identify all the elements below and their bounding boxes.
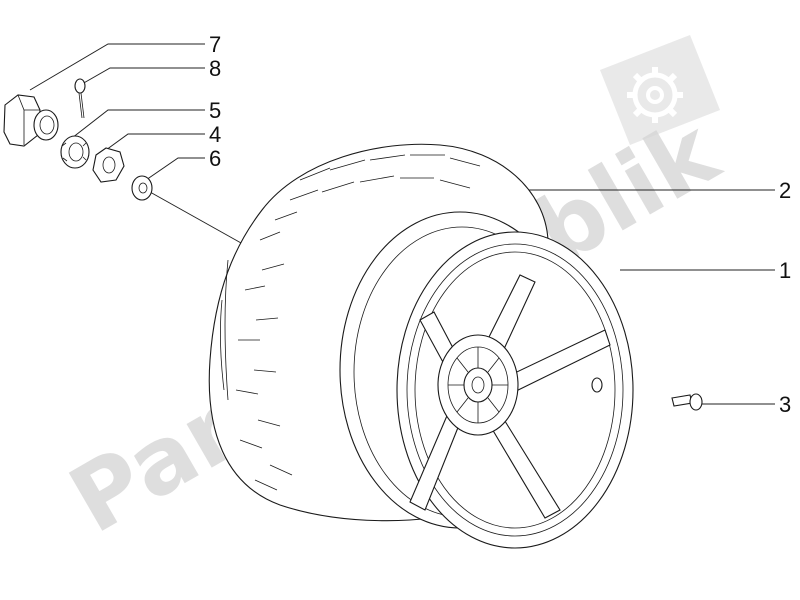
leader-5 <box>71 109 205 139</box>
callout-7: 7 <box>209 32 221 57</box>
part-1-rim <box>339 211 634 549</box>
tire-tread <box>220 154 481 491</box>
leader-6 <box>145 157 205 181</box>
part-3-valve <box>671 393 703 411</box>
leader-lines <box>29 43 775 405</box>
rim-hub <box>437 334 519 436</box>
watermark-gear-logo <box>600 35 720 145</box>
callout-5: 5 <box>209 98 221 123</box>
leader-7 <box>29 43 205 91</box>
part-6-washer <box>131 175 153 201</box>
leader-4 <box>105 133 205 151</box>
part-8-cotter-pin <box>74 78 86 119</box>
rim-valve-hole <box>591 377 603 393</box>
part-7-hub-nut <box>3 94 59 147</box>
part-5-castle-washer <box>60 135 90 169</box>
leader-6-axis <box>149 191 251 249</box>
gear-icon <box>627 67 683 123</box>
callout-numbers: 7 8 5 4 6 2 1 3 <box>209 32 791 417</box>
callout-3: 3 <box>779 392 791 417</box>
callout-8: 8 <box>209 56 221 81</box>
rim-spokes <box>409 274 611 519</box>
callout-2: 2 <box>779 178 791 203</box>
callout-6: 6 <box>209 146 221 171</box>
leader-8 <box>81 67 205 85</box>
callout-1: 1 <box>779 258 791 283</box>
part-4-hex-nut <box>92 147 125 183</box>
callout-4: 4 <box>209 122 221 147</box>
